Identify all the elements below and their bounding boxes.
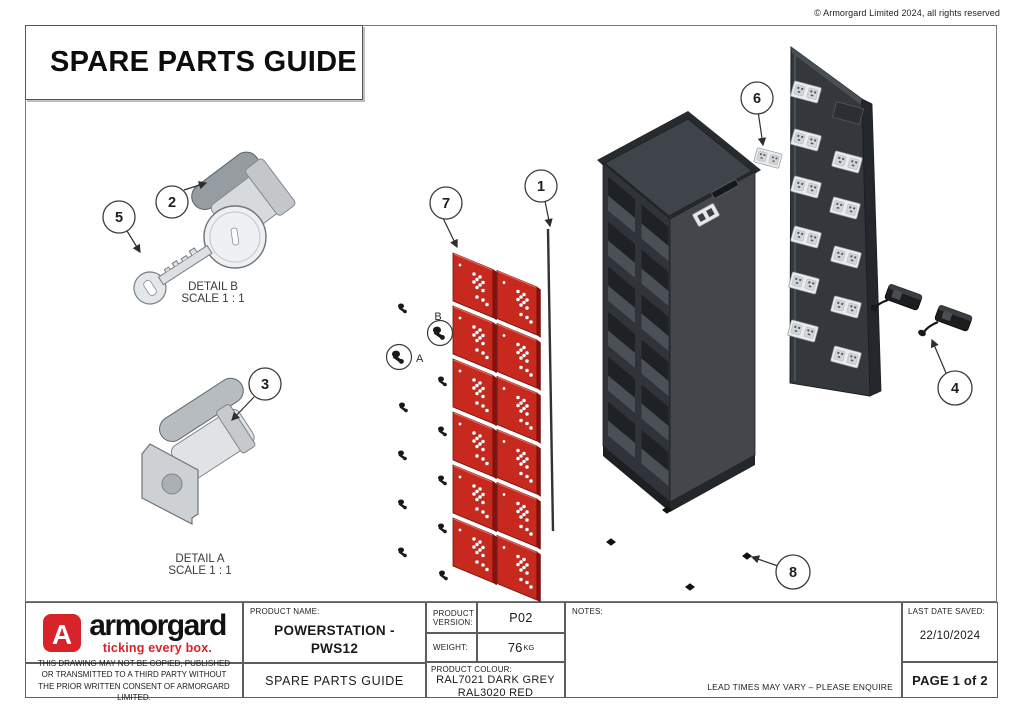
title-box: SPARE PARTS GUIDE [25, 25, 363, 100]
last-saved-cell: LAST DATE SAVED: 22/10/2024 [902, 602, 998, 662]
disclaimer-text: THIS DRAWING MAY NOT BE COPIED, PUBLISHE… [37, 659, 231, 702]
weight-unit: KG [523, 643, 535, 652]
armorgard-logo-icon: A [43, 613, 82, 652]
weight-value: 76 [507, 640, 523, 655]
brand-tagline: ticking every box. [102, 640, 213, 655]
last-saved-label: LAST DATE SAVED: [908, 607, 986, 616]
doc-title: SPARE PARTS GUIDE [265, 673, 404, 688]
product-name-line1: POWERSTATION - [274, 623, 395, 638]
weight-label: WEIGHT: [433, 643, 468, 652]
product-name-label: PRODUCT NAME: [250, 607, 320, 616]
product-colour-line1: RAL7021 DARK GREY [436, 674, 555, 686]
product-version-label-cell: PRODUCT VERSION: [426, 602, 477, 633]
product-name-line2: PWS12 [310, 640, 359, 656]
notes-label: NOTES: [572, 607, 603, 616]
logo-letter: A [52, 619, 72, 650]
notes-cell: NOTES: LEAD TIMES MAY VARY – PLEASE ENQU… [565, 602, 902, 698]
logo-text: armorgard ticking every box. [89, 608, 227, 655]
page-number: PAGE 1 of 2 [912, 672, 988, 688]
product-version-label: PRODUCT VERSION: [433, 608, 474, 627]
copyright-text: © Armorgard Limited 2024, all rights res… [814, 8, 1000, 18]
product-version-value: P02 [509, 610, 533, 625]
doc-title-cell: SPARE PARTS GUIDE [243, 663, 426, 698]
page-title: SPARE PARTS GUIDE [50, 46, 357, 78]
logo-cell: A armorgard ticking every box. [25, 602, 243, 663]
product-colour-line2: RAL3020 RED [457, 687, 534, 700]
product-colour-label: PRODUCT COLOUR: [431, 665, 513, 674]
disclaimer-cell: THIS DRAWING MAY NOT BE COPIED, PUBLISHE… [25, 659, 243, 702]
product-colour-cell: PRODUCT COLOUR: RAL7021 DARK GREY RAL302… [426, 662, 565, 700]
brand-name: armorgard [89, 608, 227, 642]
product-name-cell: PRODUCT NAME: POWERSTATION - PWS12 [243, 602, 426, 663]
drawing-frame [25, 25, 997, 602]
product-version-value-cell: P02 [477, 602, 565, 633]
page-number-cell: PAGE 1 of 2 [902, 662, 998, 698]
weight-label-cell: WEIGHT: [426, 633, 477, 662]
last-saved-value: 22/10/2024 [919, 630, 981, 642]
lead-time-note: LEAD TIMES MAY VARY – PLEASE ENQUIRE [707, 682, 893, 692]
